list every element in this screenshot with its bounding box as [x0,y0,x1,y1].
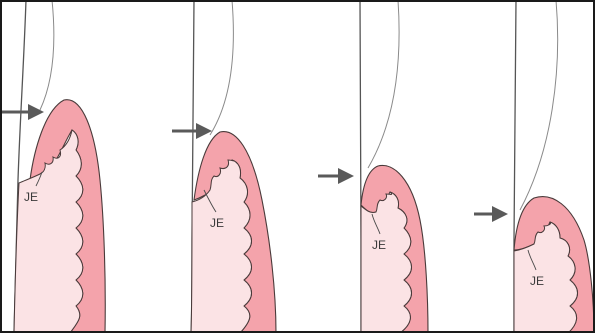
stage-1-je-label: JE [24,190,38,204]
stage-3-je-label: JE [372,238,386,252]
stage-2-je-label: JE [210,216,224,230]
stage-4-je-label: JE [530,274,544,288]
stage-3-junctional-epithelium [361,192,412,333]
